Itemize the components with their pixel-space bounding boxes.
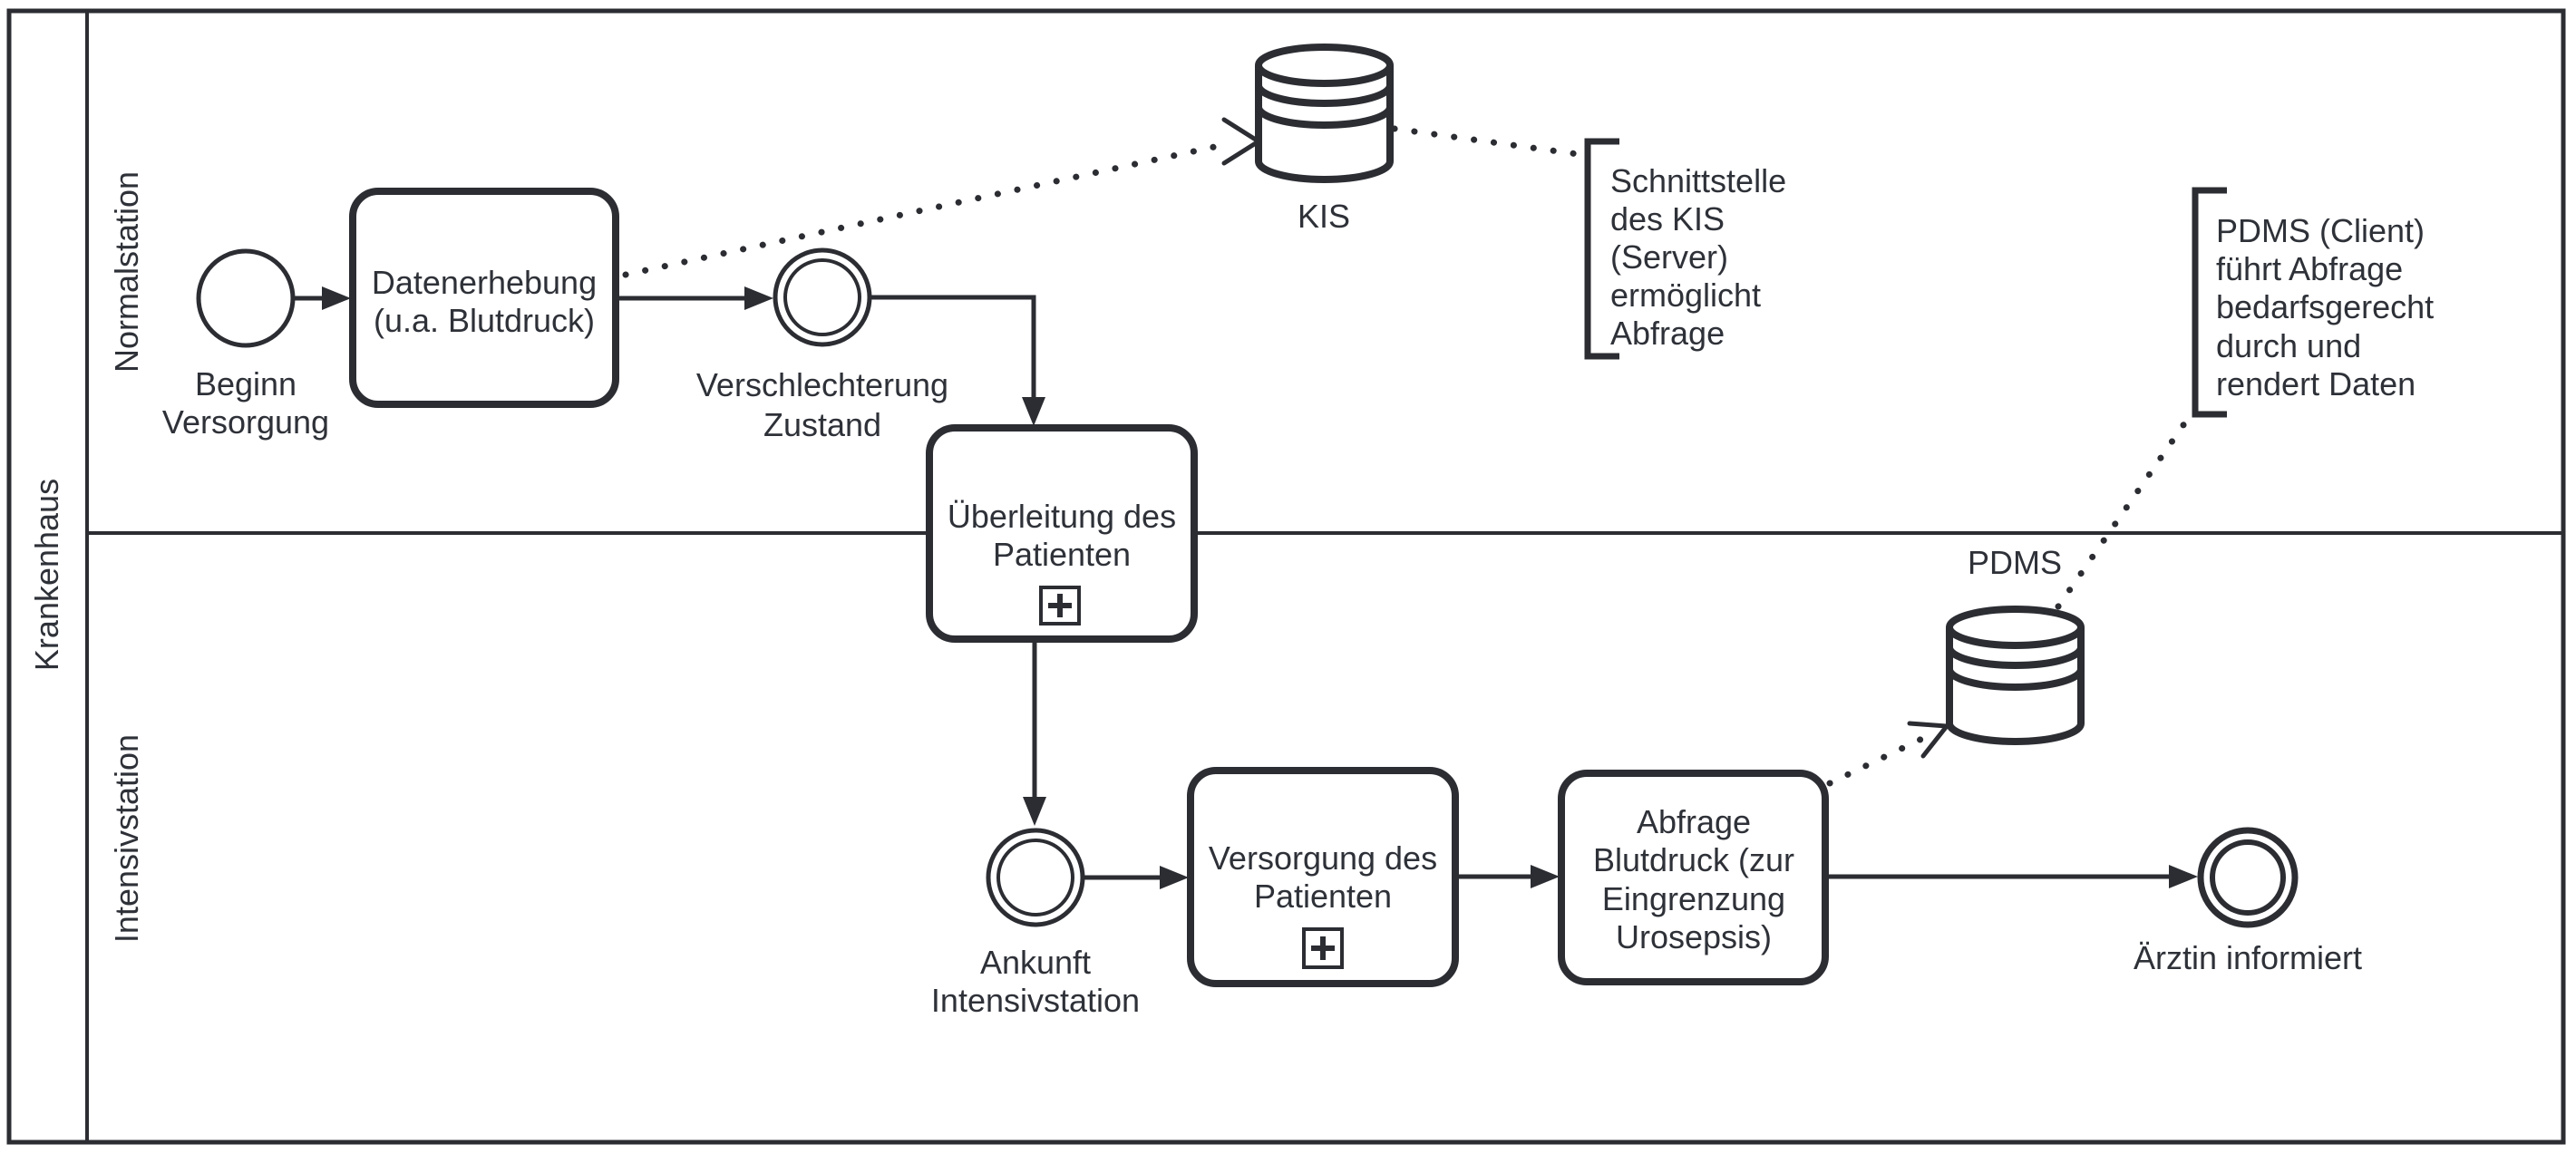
arrowhead-icon <box>1023 797 1046 826</box>
pool-border <box>6 8 2566 1145</box>
open-arrowhead-icon <box>1907 721 1951 759</box>
start-event-label-line1: Beginn <box>195 365 296 402</box>
subprocess-plus-icon <box>1039 586 1081 625</box>
end-event-aerztin-informiert: Ärztin informiert <box>2134 827 2362 976</box>
flow-datenerhebung-to-deterioration <box>619 286 773 310</box>
intermediate-event-outer-circle <box>773 247 872 347</box>
arrowhead-icon <box>2169 865 2198 888</box>
subprocess-versorgung-label-line2: Patienten <box>1254 878 1392 915</box>
end-event-inner-circle <box>2210 839 2286 916</box>
annotation-bracket <box>2192 187 2227 418</box>
task-datenerhebung-label-line2: (u.a. Blutdruck) <box>374 302 595 339</box>
flow-arrival-to-versorgung <box>1084 866 1189 889</box>
datastore-pdms: PDMS <box>1946 544 2085 745</box>
datastore-cylinder-top <box>1946 606 2085 649</box>
subprocess-versorgung-label-line1: Versorgung des <box>1209 839 1437 877</box>
lane-label-normalstation: Normalstation <box>108 171 145 373</box>
task-datenerhebung: Datenerhebung (u.a. Blutdruck) <box>349 188 619 408</box>
datastore-cylinder-ring <box>1946 646 2085 669</box>
task-datenerhebung-shape <box>349 188 619 408</box>
datastore-cylinder-ring <box>1255 106 1394 129</box>
deterioration-label-line2: Zustand <box>763 406 881 443</box>
task-abfrage-label-line1: Abfrage <box>1637 803 1751 840</box>
arrowhead-icon <box>744 286 773 310</box>
task-abfrage-label-line2: Blutdruck (zur <box>1593 841 1794 878</box>
kis-note-line2: des KIS <box>1610 200 1725 238</box>
subprocess-versorgung-shape <box>1187 767 1459 987</box>
start-event-label-line2: Versorgung <box>162 403 329 441</box>
subprocess-ueberleitung: Überleitung des Patienten <box>926 424 1198 643</box>
intermediate-event-outer-circle <box>986 828 1085 927</box>
pdms-note-line2: führt Abfrage <box>2216 250 2403 287</box>
flow-ueberleitung-to-arrival <box>1023 640 1046 826</box>
intermediate-event-inner-circle <box>783 258 861 336</box>
pdms-note-line5: rendert Daten <box>2216 365 2416 402</box>
annotation-bracket <box>1584 138 1619 360</box>
kis-note-line3: (Server) <box>1610 238 1728 276</box>
kis-note-line5: Abfrage <box>1610 315 1725 352</box>
task-abfrage-label-line3: Eingrenzung <box>1602 880 1785 917</box>
sequence-flows <box>295 286 2198 889</box>
start-event-beginn-versorgung: Beginn Versorgung <box>162 248 329 441</box>
assoc-kis-to-note <box>1391 125 1581 158</box>
task-datenerhebung-label-line1: Datenerhebung <box>372 264 597 301</box>
arrival-label-line1: Ankunft <box>980 944 1091 981</box>
annotation-kis-note: Schnittstelle des KIS (Server) ermöglich… <box>1584 138 1786 360</box>
kis-note-line4: ermöglicht <box>1610 276 1761 314</box>
datastore-kis-label: KIS <box>1298 198 1350 235</box>
annotation-pdms-note: PDMS (Client) führt Abfrage bedarfsgerec… <box>2192 187 2434 418</box>
subprocess-ueberleitung-shape <box>926 424 1198 643</box>
assoc-abfrage-to-pdms <box>1826 721 1951 787</box>
subprocess-ueberleitung-label-line1: Überleitung des <box>948 498 1176 535</box>
datastore-kis: KIS <box>1255 44 1394 235</box>
datastore-pdms-label: PDMS <box>1968 544 2062 581</box>
subprocess-plus-icon <box>1302 927 1344 969</box>
task-abfrage-shape <box>1558 770 1829 985</box>
pdms-note-line4: durch und <box>2216 327 2361 364</box>
arrowhead-icon <box>322 286 351 310</box>
deterioration-label-line1: Verschlechterung <box>696 366 948 403</box>
pdms-note-line3: bedarfsgerecht <box>2216 288 2434 325</box>
arrowhead-icon <box>1531 865 1560 888</box>
arrowhead-icon <box>1160 866 1189 889</box>
datastore-cylinder-top <box>1255 44 1394 87</box>
lane-label-intensivstation: Intensivstation <box>108 734 145 943</box>
flow-versorgung-to-abfrage <box>1455 865 1560 888</box>
assoc-pdms-to-note <box>2055 416 2191 610</box>
datastore-cylinder-ring <box>1255 84 1394 107</box>
subprocess-versorgung: Versorgung des Patienten <box>1187 767 1459 987</box>
pdms-note-line1: PDMS (Client) <box>2216 212 2425 249</box>
end-event-label: Ärztin informiert <box>2134 939 2362 976</box>
flow-start-to-datenerhebung <box>295 286 351 310</box>
arrowhead-icon <box>1022 397 1045 426</box>
arrival-label-line2: Intensivstation <box>931 982 1140 1019</box>
intermediate-event-ankunft: Ankunft Intensivstation <box>931 828 1140 1019</box>
task-abfrage-blutdruck: Abfrage Blutdruck (zur Eingrenzung Urose… <box>1558 770 1829 985</box>
intermediate-event-verschlechterung: Verschlechterung Zustand <box>696 247 948 443</box>
datastore-cylinder-ring <box>1946 668 2085 691</box>
pool-krankenhaus: Krankenhaus Normalstation Intensivstatio… <box>6 8 2566 1145</box>
pool-title: Krankenhaus <box>28 479 65 671</box>
kis-note-line1: Schnittstelle <box>1610 162 1786 199</box>
flow-deterioration-to-ueberleitung <box>871 295 1045 426</box>
open-arrowhead-icon <box>1221 117 1263 166</box>
start-event-circle <box>196 248 296 348</box>
flow-abfrage-to-end <box>1825 865 2198 888</box>
subprocess-ueberleitung-label-line2: Patienten <box>993 536 1131 573</box>
intermediate-event-inner-circle <box>996 839 1074 916</box>
assoc-datenerhebung-to-kis <box>622 117 1263 278</box>
task-abfrage-label-line4: Urosepsis) <box>1616 918 1772 955</box>
